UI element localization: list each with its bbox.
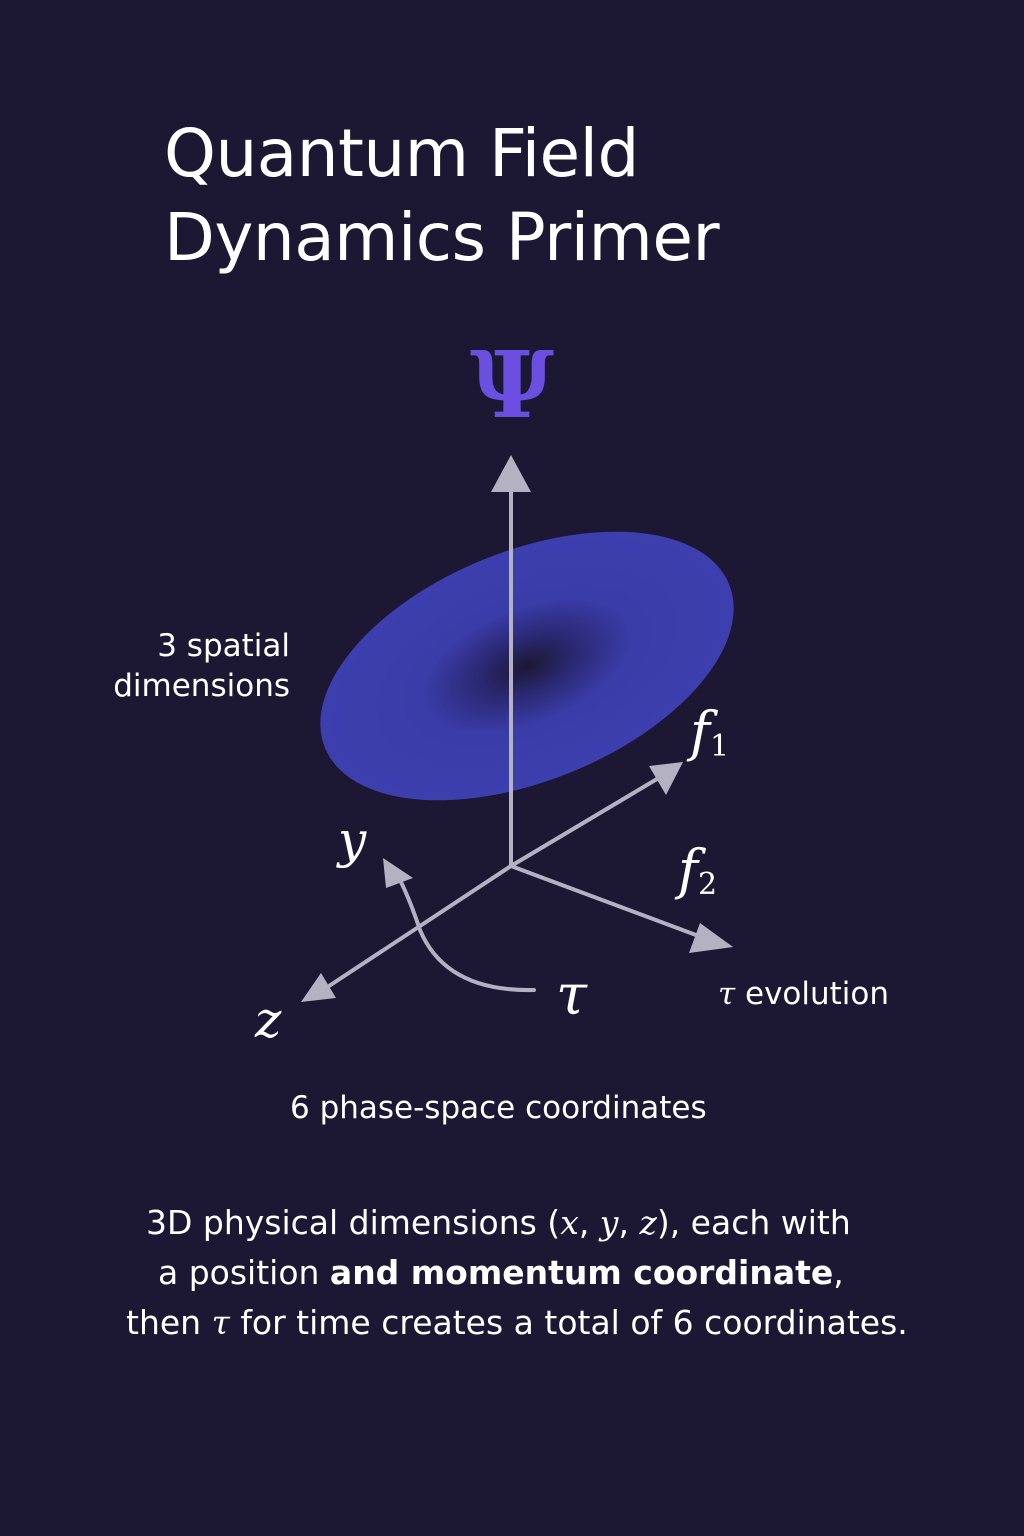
caption-text: 3D physical dimensions (x, y, z), each w… [100,1198,980,1348]
y-arrowhead [383,858,413,888]
caption-line-2: a position and momentum coordinate, [158,1253,844,1292]
f1-axis-label: f1 [690,700,730,764]
page-title: Quantum Field Dynamics Primer [164,112,924,280]
title-line-1: Quantum Field [164,115,639,192]
field-distribution-ellipse [320,531,734,801]
f2-axis [509,864,706,940]
y-axis-label: y [338,811,367,869]
tau-curve [398,878,536,993]
title-line-2: Dynamics Primer [164,199,720,276]
tau-evolution-label: τ evolution [718,976,890,1012]
tau-label: τ [556,963,587,1028]
z-arrowhead [301,973,336,1002]
f1-arrowhead [649,762,683,795]
f2-axis-label: f2 [678,838,718,902]
z-axis-label: z [255,991,282,1049]
f2-arrowhead [689,923,733,953]
psi-icon: Ψ [470,331,555,439]
spatial-dimensions-label: 3 spatial dimensions [113,628,290,704]
f1-axis [509,774,664,868]
caption-line-3: then τ for time creates a total of 6 coo… [126,1303,908,1342]
caption-line-1: 3D physical dimensions (x, y, z), each w… [146,1203,851,1242]
psi-arrowhead [491,455,531,492]
phase-space-label: 6 phase-space coordinates [290,1090,707,1126]
